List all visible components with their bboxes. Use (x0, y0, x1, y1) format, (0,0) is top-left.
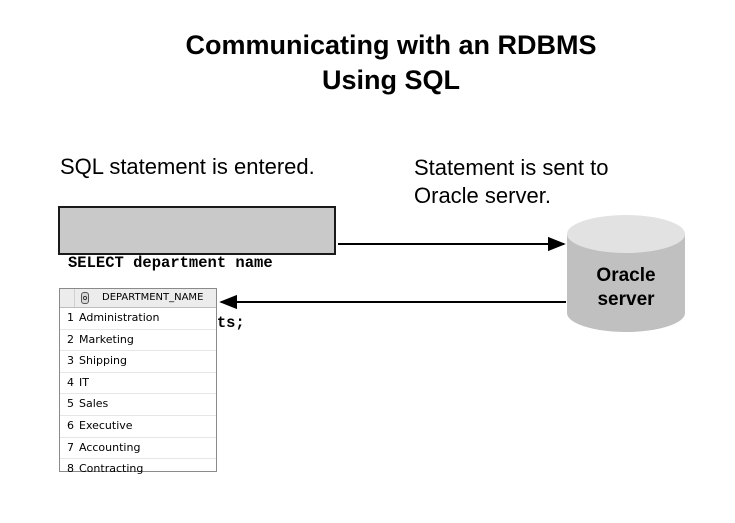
column-header: DEPARTMENT_NAME (102, 292, 204, 303)
row-value: Executive (79, 418, 133, 432)
row-value: Accounting (79, 440, 141, 454)
row-number: 6 (67, 418, 74, 432)
server-label-line-1: Statement is sent to (414, 155, 609, 180)
cylinder-label: Oracle server (568, 264, 684, 312)
grid-header-divider (74, 289, 75, 307)
row-number: 3 (67, 354, 74, 368)
row-number: 2 (67, 332, 74, 346)
table-row: 7 Accounting (60, 438, 216, 460)
key-icon (81, 292, 89, 304)
table-row: 5 Sales (60, 394, 216, 416)
oracle-server-cylinder (567, 215, 685, 332)
result-grid: DEPARTMENT_NAME 1 Administration 2 Marketi… (59, 288, 217, 475)
cylinder-label-line-1: Oracle (596, 265, 656, 286)
title-line-1: Communicating with an RDBMS (185, 30, 597, 60)
server-label-line-2: Oracle server. (414, 183, 551, 208)
row-value: IT (79, 375, 89, 389)
server-label: Statement is sent to Oracle server. (414, 154, 608, 210)
table-row: 1 Administration (60, 308, 216, 330)
title-line-2: Using SQL (321, 65, 460, 95)
row-value: Sales (79, 397, 109, 411)
row-value: Administration (79, 311, 160, 324)
row-number: 4 (67, 375, 74, 389)
row-value: Shipping (79, 354, 127, 368)
table-row: 2 Marketing (60, 330, 216, 352)
cylinder-label-line-2: server (597, 289, 655, 310)
row-number: 1 (67, 311, 74, 324)
row-value: Marketing (79, 332, 134, 346)
table-row: 4 IT (60, 373, 216, 395)
sql-line-1: SELECT department name (68, 254, 273, 272)
row-number: 8 (67, 462, 74, 476)
row-value: Contracting (79, 462, 144, 476)
row-number: 5 (67, 397, 74, 411)
table-row: 6 Executive (60, 416, 216, 438)
table-row: 8 Contracting (60, 459, 216, 480)
table-row: 3 Shipping (60, 351, 216, 373)
row-number: 7 (67, 440, 74, 454)
grid-header: DEPARTMENT_NAME (60, 289, 216, 308)
client-label: SQL statement is entered. (60, 154, 315, 179)
